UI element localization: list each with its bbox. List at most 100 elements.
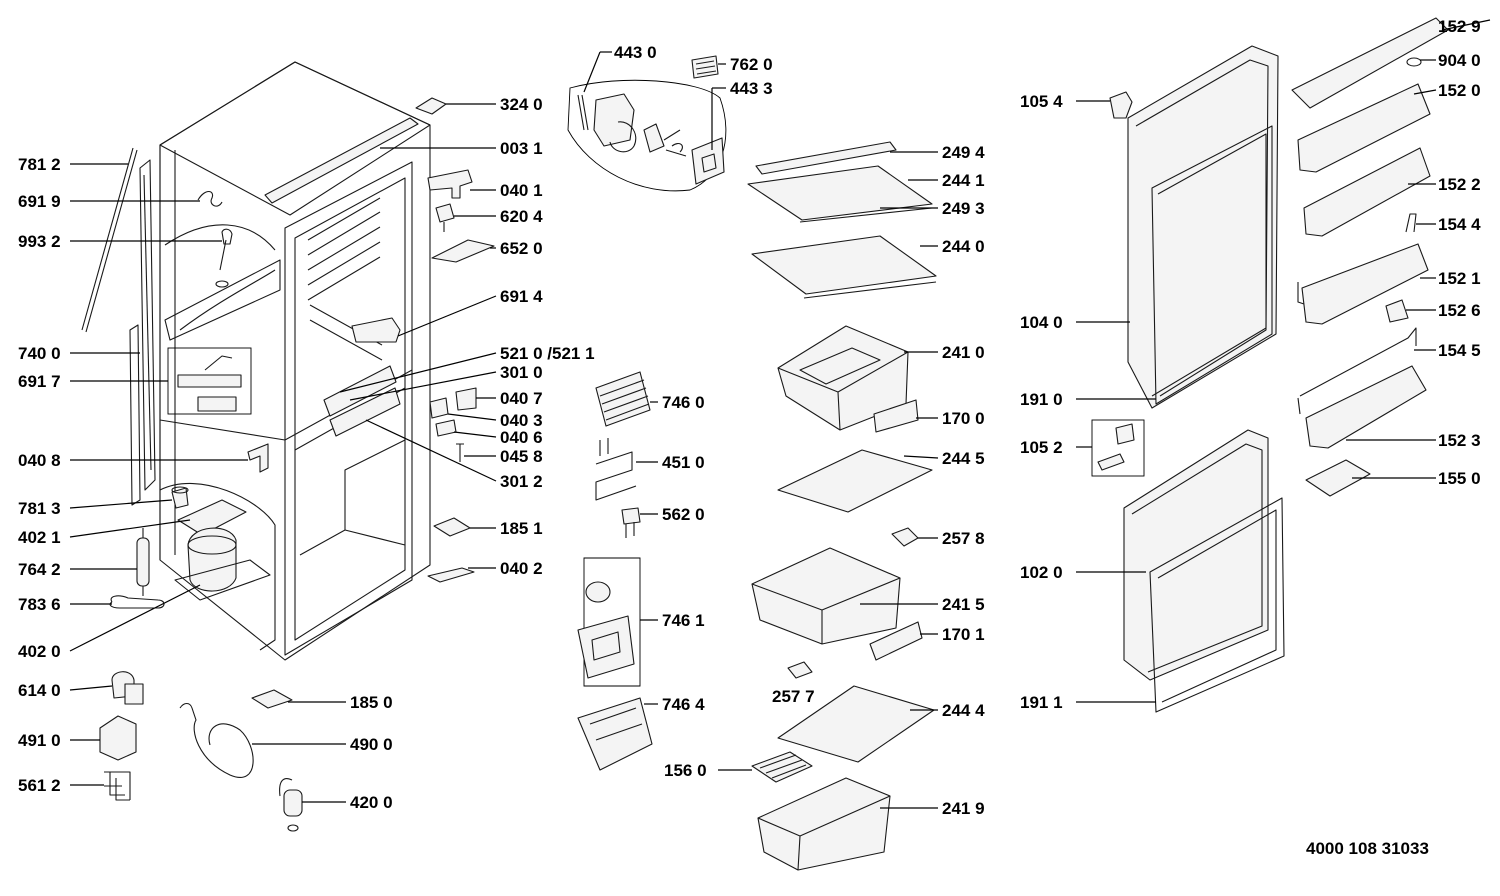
label-105-2: 105 2 xyxy=(1020,438,1063,457)
bracket-part xyxy=(247,443,269,473)
label-620-4: 620 4 xyxy=(500,207,543,226)
freezer-drawer-inner xyxy=(799,347,881,385)
relay-body xyxy=(124,683,144,705)
label-244-5: 244 5 xyxy=(942,449,985,468)
label-191-1: 191 1 xyxy=(1020,693,1063,712)
hinge-plate-105-2-part xyxy=(1097,453,1125,471)
label-561-2: 561 2 xyxy=(18,776,61,795)
label-301-0: 301 0 xyxy=(500,363,543,382)
label-152-1: 152 1 xyxy=(1438,269,1481,288)
screw-part xyxy=(456,443,464,462)
label-691-7: 691 7 xyxy=(18,372,61,391)
control-panel-cover-part xyxy=(329,387,401,437)
label-155-0: 155 0 xyxy=(1438,469,1481,488)
label-904-0: 904 0 xyxy=(1438,51,1481,70)
shelf-trim-249-4-part xyxy=(755,141,897,175)
label-040-6: 040 6 xyxy=(500,428,543,447)
bracket-040-7-part xyxy=(455,387,477,411)
label-781-2: 781 2 xyxy=(18,155,61,174)
thermal-fuse-legs xyxy=(625,522,635,538)
evaporator-part xyxy=(595,371,651,427)
label-301-2: 301 2 xyxy=(500,472,543,491)
clamp-part xyxy=(104,771,131,801)
grill-slats xyxy=(695,60,717,75)
leader-lines xyxy=(69,19,1491,809)
knob-904-0-part xyxy=(1406,57,1422,67)
compressor-top xyxy=(187,535,237,555)
label-241-9: 241 9 xyxy=(942,799,985,818)
upper-door-104-0-part xyxy=(1127,45,1279,409)
label-740-0: 740 0 xyxy=(18,344,61,363)
label-040-3: 040 3 xyxy=(500,411,543,430)
flap-170-0-part xyxy=(873,399,919,433)
label-257-8: 257 8 xyxy=(942,529,985,548)
pad-185-1-part xyxy=(433,517,471,537)
lower-door-inner xyxy=(1131,443,1263,673)
label-324-0: 324 0 xyxy=(500,95,543,114)
hinge-kit-box xyxy=(1091,419,1145,477)
rod-154-4-part xyxy=(1405,213,1417,233)
label-154-5: 154 5 xyxy=(1438,341,1481,360)
fridge-cabinet xyxy=(159,61,431,661)
shelf-trim-249-3-part xyxy=(799,207,933,223)
label-156-0: 156 0 xyxy=(664,761,707,780)
drawing-number: 4000 108 31033 xyxy=(1306,839,1429,858)
label-490-0: 490 0 xyxy=(350,735,393,754)
label-191-0: 191 0 xyxy=(1020,390,1063,409)
label-781-3: 781 3 xyxy=(18,499,61,518)
capacitor-nut xyxy=(287,824,299,832)
thermal-fuse-part xyxy=(621,507,641,525)
relay-cover-part xyxy=(99,715,137,761)
door-bin-152-1-part xyxy=(1301,243,1429,325)
flap-170-1-part xyxy=(869,621,923,661)
label-152-2: 152 2 xyxy=(1438,175,1481,194)
label-003-1: 003 1 xyxy=(500,139,543,158)
label-241-0: 241 0 xyxy=(942,343,985,362)
air-duct-detail xyxy=(589,707,643,741)
defrost-heater-part xyxy=(595,438,637,501)
compressor-bracket-part xyxy=(177,499,247,536)
label-249-4: 249 4 xyxy=(942,143,985,162)
bracket-040-1-part xyxy=(427,169,473,199)
label-185-0: 185 0 xyxy=(350,693,393,712)
drawer-241-9-part xyxy=(757,777,891,871)
label-451-0: 451 0 xyxy=(662,453,705,472)
glass-shelf-244-1-part xyxy=(747,165,933,221)
evaporator-fins xyxy=(599,379,650,421)
label-241-5: 241 5 xyxy=(942,595,985,614)
clip-part xyxy=(197,190,223,207)
label-652-0: 652 0 xyxy=(500,239,543,258)
side-rail-part xyxy=(129,324,141,506)
crisper-drawer-241-5-part xyxy=(751,547,901,645)
label-105-4: 105 4 xyxy=(1020,92,1063,111)
label-244-1: 244 1 xyxy=(942,171,985,190)
glass-shelf-244-5-part xyxy=(777,449,933,513)
label-104-0: 104 0 xyxy=(1020,313,1063,332)
fan-ring-part xyxy=(609,121,637,153)
air-duct-part xyxy=(577,697,653,771)
rod-154-5-part xyxy=(1299,327,1417,397)
label-764-2: 764 2 xyxy=(18,560,61,579)
door-bin-152-2-part xyxy=(1303,147,1431,237)
pad-185-0-part xyxy=(251,689,293,709)
label-420-0: 420 0 xyxy=(350,793,393,812)
label-746-4: 746 4 xyxy=(662,695,705,714)
power-cord-part xyxy=(179,702,254,778)
label-244-4: 244 4 xyxy=(942,701,985,720)
label-152-0: 152 0 xyxy=(1438,81,1481,100)
label-040-2: 040 2 xyxy=(500,559,543,578)
part-labels: 781 2 691 9 993 2 740 0 691 7 040 8 781 … xyxy=(18,17,1481,818)
fan-blade-part xyxy=(663,129,687,157)
label-185-1: 185 1 xyxy=(500,519,543,538)
label-443-0: 443 0 xyxy=(614,43,657,62)
label-152-3: 152 3 xyxy=(1438,431,1481,450)
label-491-0: 491 0 xyxy=(18,731,61,750)
bracket-040-3-part xyxy=(429,397,449,419)
label-746-0: 746 0 xyxy=(662,393,705,412)
label-040-7: 040 7 xyxy=(500,389,543,408)
crisper-drawer-edges xyxy=(751,577,901,644)
drawer-241-9-edges xyxy=(757,795,891,871)
grill-part xyxy=(691,55,719,79)
